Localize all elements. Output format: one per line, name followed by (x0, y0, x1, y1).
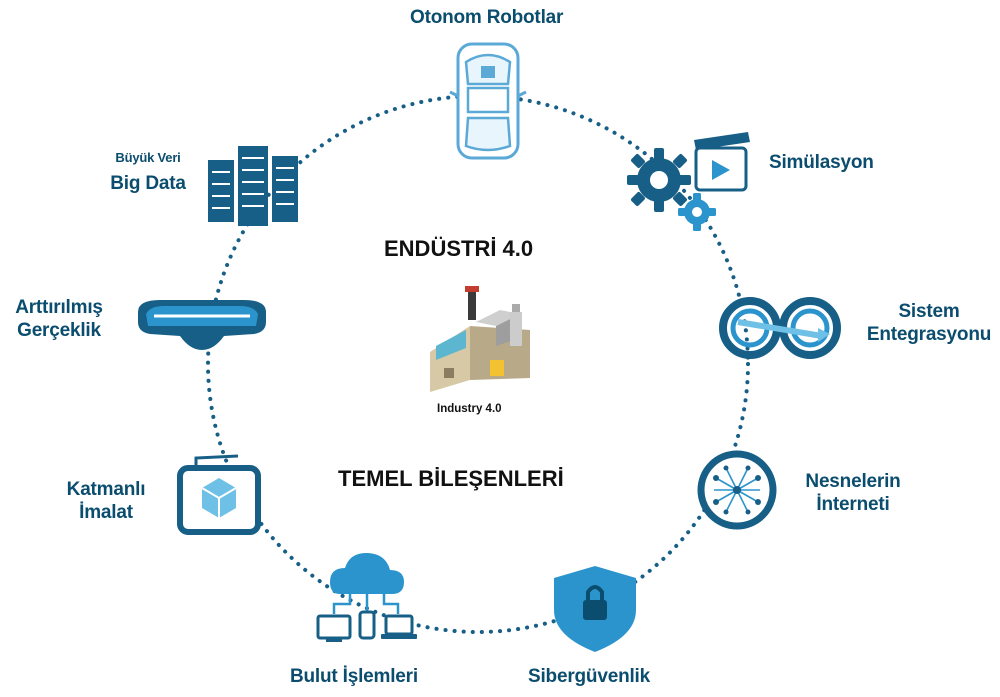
factory-caption: Industry 4.0 (437, 403, 502, 415)
label-arttirilmis-gerceklik: Arttırılmış Gerçeklik (6, 296, 112, 342)
label-katmanli-line2: İmalat (79, 502, 133, 523)
label-nesnelerin-line2: İnterneti (816, 494, 890, 515)
server-racks-icon (208, 146, 298, 226)
label-sistem-entegrasyonu: Sistem Entegrasyonu (862, 300, 996, 346)
label-otonom-robotlar: Otonom Robotlar (410, 7, 564, 28)
label-big-data: Big Data (110, 173, 186, 194)
factory-icon (430, 286, 530, 392)
dotted-ring (206, 94, 750, 634)
label-katmanli-imalat: Katmanlı İmalat (60, 478, 152, 524)
3d-printing-icon (177, 454, 261, 535)
label-buyuk-veri: Büyük Veri (115, 150, 181, 165)
integration-loop-icon (719, 297, 841, 359)
label-nesnelerin-interneti: Nesnelerin İnterneti (795, 470, 911, 516)
gears-video-icon (627, 132, 750, 231)
center-title: ENDÜSTRİ 4.0 (384, 236, 534, 261)
label-bulut-islemleri: Bulut İşlemleri (290, 666, 418, 687)
label-sibergüvenlik: Sibergüvenlik (528, 666, 650, 687)
label-simulasyon: Simülasyon (769, 152, 874, 173)
label-sistem-line2: Entegrasyonu (866, 324, 992, 345)
label-nesnelerin-line1: Nesnelerin (805, 471, 901, 492)
cloud-devices-icon (316, 552, 417, 642)
iot-network-icon (697, 450, 777, 530)
vr-headset-icon (138, 300, 266, 350)
shield-lock-icon (554, 566, 636, 652)
center-subtitle: TEMEL BİLEŞENLERİ (338, 466, 564, 491)
label-arttirilmis-line1: Arttırılmış (15, 297, 103, 318)
robot-car-icon (449, 42, 527, 160)
label-sistem-line1: Sistem (898, 301, 960, 322)
label-katmanli-line1: Katmanlı (66, 479, 146, 500)
label-arttirilmis-line2: Gerçeklik (17, 320, 101, 341)
